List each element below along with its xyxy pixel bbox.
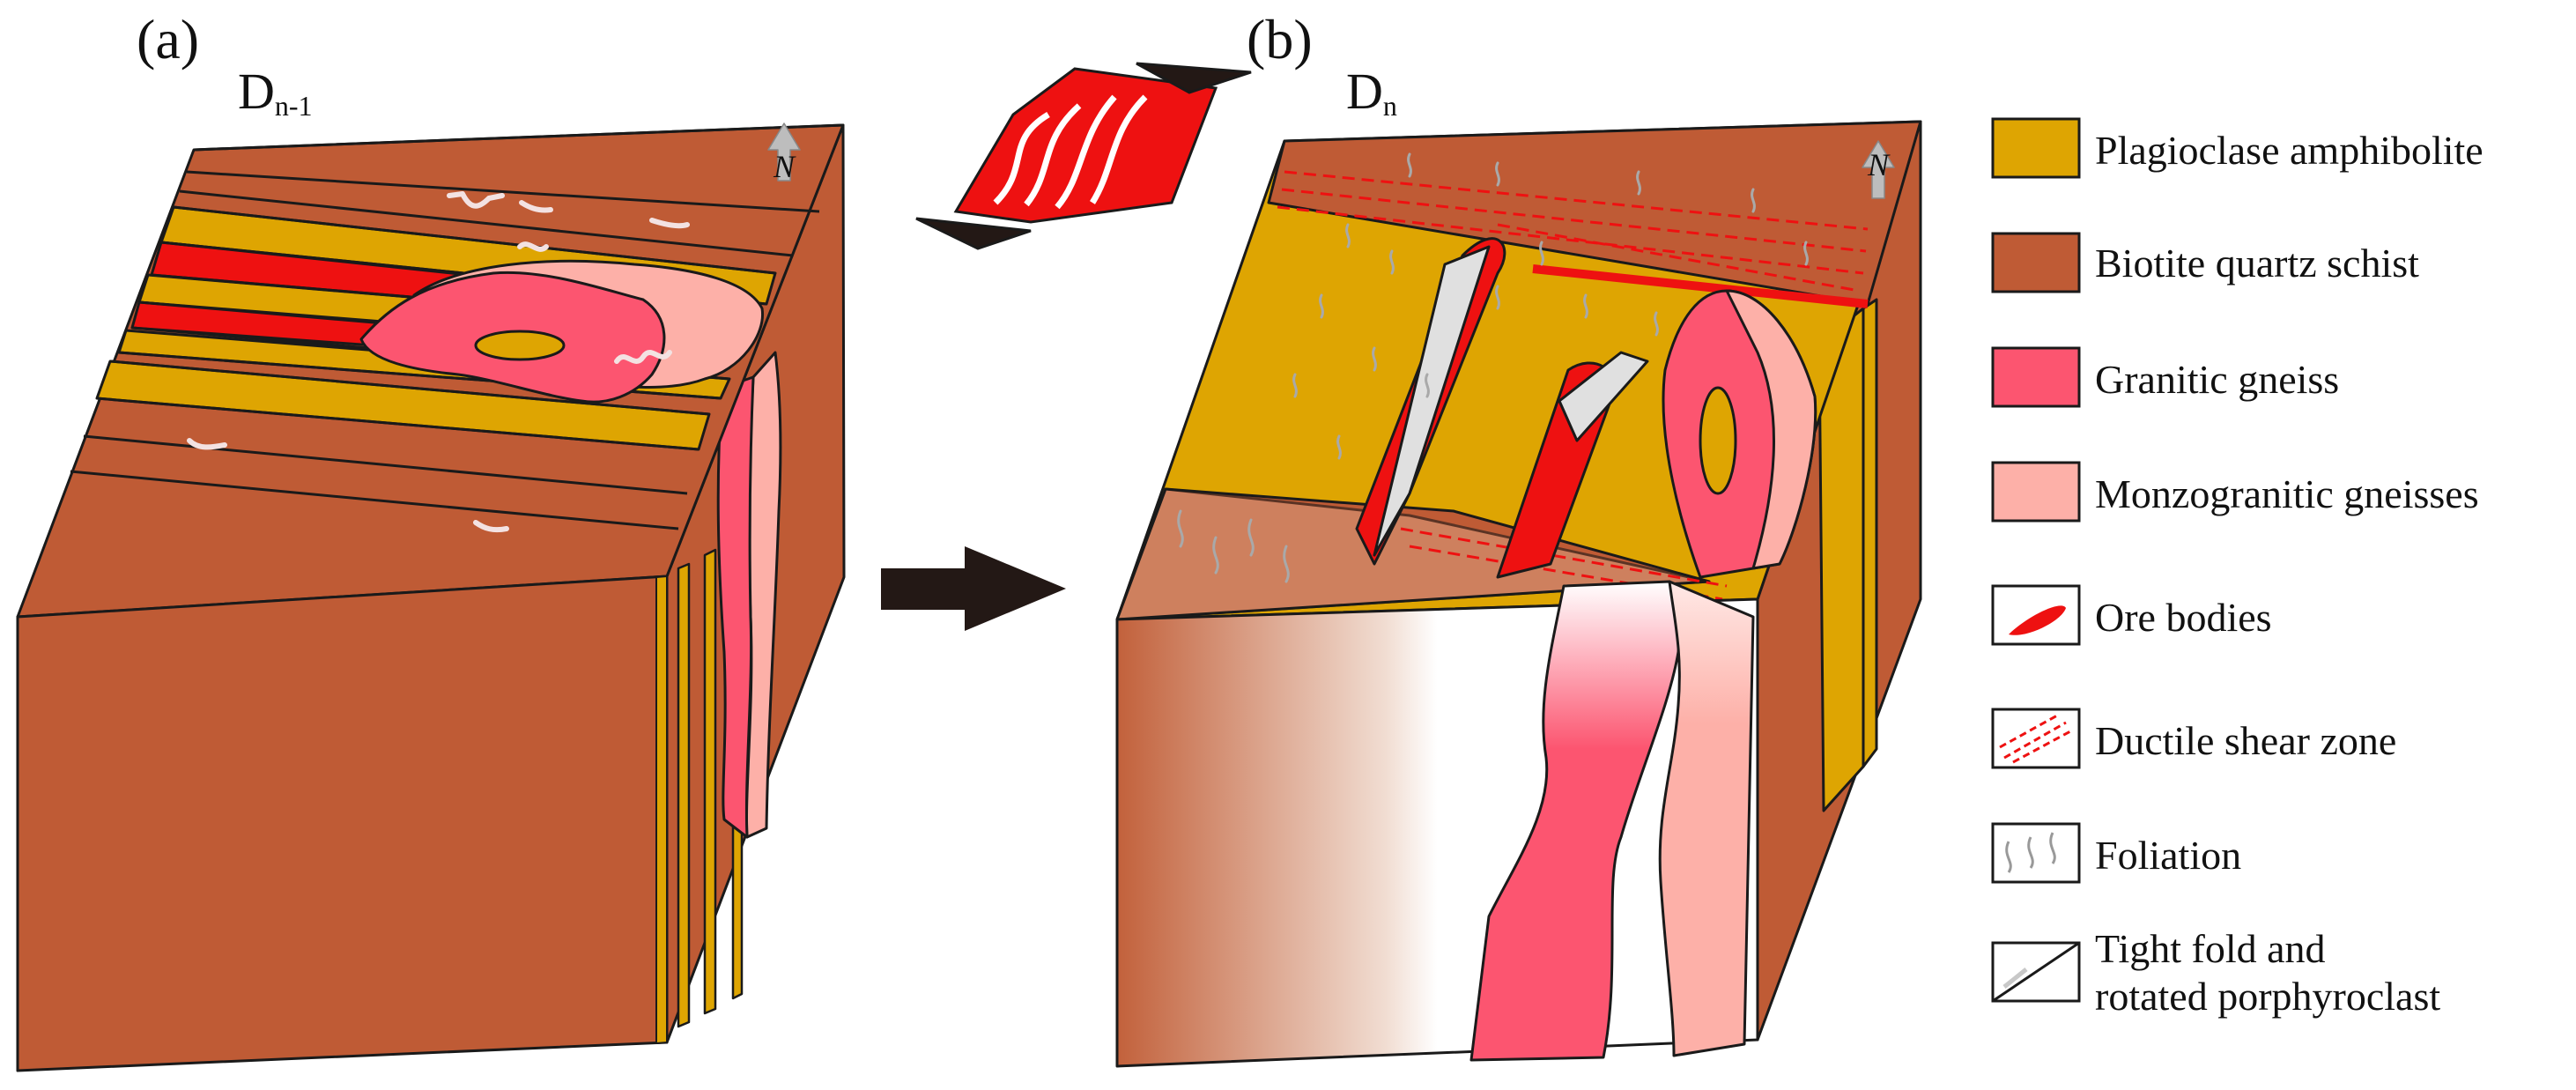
legend: [1991, 117, 2081, 1003]
north-label-a: N: [774, 149, 796, 184]
panel-b-stage-sub: n: [1382, 90, 1397, 122]
panel-b-stage-main: D: [1346, 63, 1383, 120]
block-b: [1115, 120, 1922, 1068]
legend-label-foliation: Foliation: [2095, 833, 2242, 878]
block-b-ore-slabs: [1355, 237, 1649, 579]
legend-label-ductile-shear-zone: Ductile shear zone: [2095, 718, 2397, 763]
panel-a-label: (a): [137, 8, 200, 70]
legend-label-plagioclase-amphibolite: Plagioclase amphibolite: [2095, 128, 2483, 173]
legend-label-tight-fold: Tight fold and: [2095, 926, 2326, 971]
folded-ore-inset: [915, 62, 1252, 250]
north-arrow-b: [1862, 140, 1895, 199]
north-label-b: N: [1868, 147, 1890, 182]
legend-label-biotite-quartz-schist: Biotite quartz schist: [2095, 241, 2419, 285]
block-a-side-stripes: [677, 531, 744, 1028]
panel-a-stage-main: D: [238, 63, 275, 120]
legend-label-ore-bodies: Ore bodies: [2095, 595, 2272, 640]
legend-swatch-monzogranitic-gneisses: [1991, 461, 2081, 523]
panel-b-stage: Dn: [1346, 62, 1397, 122]
transition-arrow: [881, 546, 1066, 631]
legend-label-monzogranitic-gneisses: Monzogranitic gneisses: [2095, 471, 2479, 516]
legend-swatch-granitic-gneiss: [1991, 346, 2081, 408]
block-a: [16, 122, 846, 1072]
panel-a-stage: Dn-1: [238, 62, 313, 122]
panel-a-stage-sub: n-1: [274, 90, 313, 122]
north-arrow-a: [767, 122, 801, 182]
block-a-fold-marks: [187, 191, 690, 533]
block-a-front-face: [16, 575, 669, 1072]
legend-swatch-foliation: [1991, 822, 2081, 884]
block-b-shear-zone: [1277, 170, 1869, 601]
legend-label-granitic-gneiss: Granitic gneiss: [2095, 357, 2340, 402]
panel-b-label: (b): [1247, 8, 1313, 70]
legend-swatch-plagioclase-amphibolite: [1991, 117, 2081, 179]
block-b-foliation: [1177, 152, 1809, 583]
legend-label-rotated-porphyroclast: rotated porphyroclast: [2095, 974, 2441, 1019]
block-a-amphibolite-lens: [474, 330, 566, 361]
legend-swatch-biotite-quartz-schist: [1991, 232, 2081, 293]
